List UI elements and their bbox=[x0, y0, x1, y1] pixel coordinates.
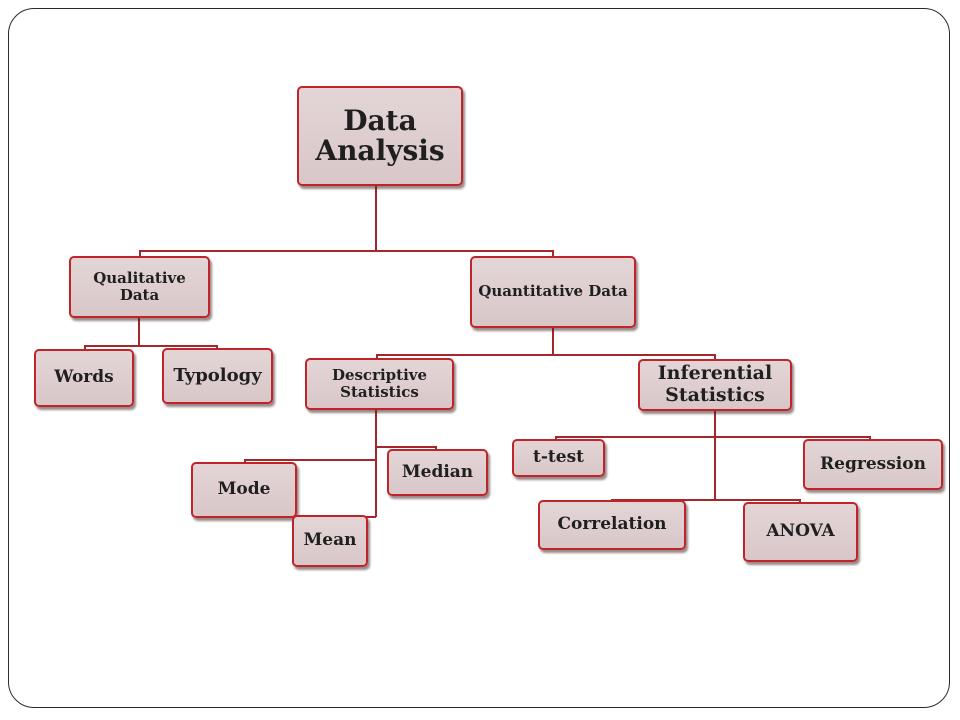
node-median: Median bbox=[387, 449, 488, 496]
node-qualitative-data: Qualitative Data bbox=[69, 256, 210, 318]
node-words-label: Words bbox=[54, 367, 114, 388]
node-qualitative-data-label: Qualitative Data bbox=[93, 268, 186, 304]
node-inferential-statistics-label: Inferential Statistics bbox=[657, 362, 773, 406]
node-mode: Mode bbox=[191, 462, 297, 518]
node-mean: Mean bbox=[292, 515, 368, 567]
node-descriptive-statistics: Descriptive Statistics bbox=[305, 358, 454, 410]
node-mean-label: Mean bbox=[303, 530, 357, 551]
node-correlation: Correlation bbox=[538, 500, 686, 550]
node-quantitative-data: Quantitative Data bbox=[470, 256, 636, 328]
connector-t-test bbox=[555, 436, 871, 440]
node-anova: ANOVA bbox=[743, 502, 858, 562]
node-data-analysis-label: Data Analysis bbox=[315, 103, 445, 167]
node-regression-label: Regression bbox=[820, 453, 926, 474]
node-regression: Regression bbox=[803, 439, 943, 490]
node-typology: Typology bbox=[162, 348, 273, 404]
node-correlation-label: Correlation bbox=[557, 514, 667, 535]
node-words: Words bbox=[34, 349, 134, 407]
connector-root-children bbox=[139, 250, 554, 258]
node-anova-label: ANOVA bbox=[766, 521, 835, 542]
node-inferential-statistics: Inferential Statistics bbox=[638, 359, 792, 411]
node-descriptive-statistics-label: Descriptive Statistics bbox=[331, 365, 428, 401]
node-t-test-label: t-test bbox=[533, 447, 584, 468]
node-median-label: Median bbox=[401, 461, 474, 482]
node-t-test: t-test bbox=[512, 439, 605, 477]
node-quantitative-data-label: Quantitative Data bbox=[478, 282, 628, 301]
node-mode-label: Mode bbox=[217, 479, 271, 500]
node-data-analysis: Data Analysis bbox=[297, 86, 463, 186]
node-typology-label: Typology bbox=[173, 364, 262, 386]
